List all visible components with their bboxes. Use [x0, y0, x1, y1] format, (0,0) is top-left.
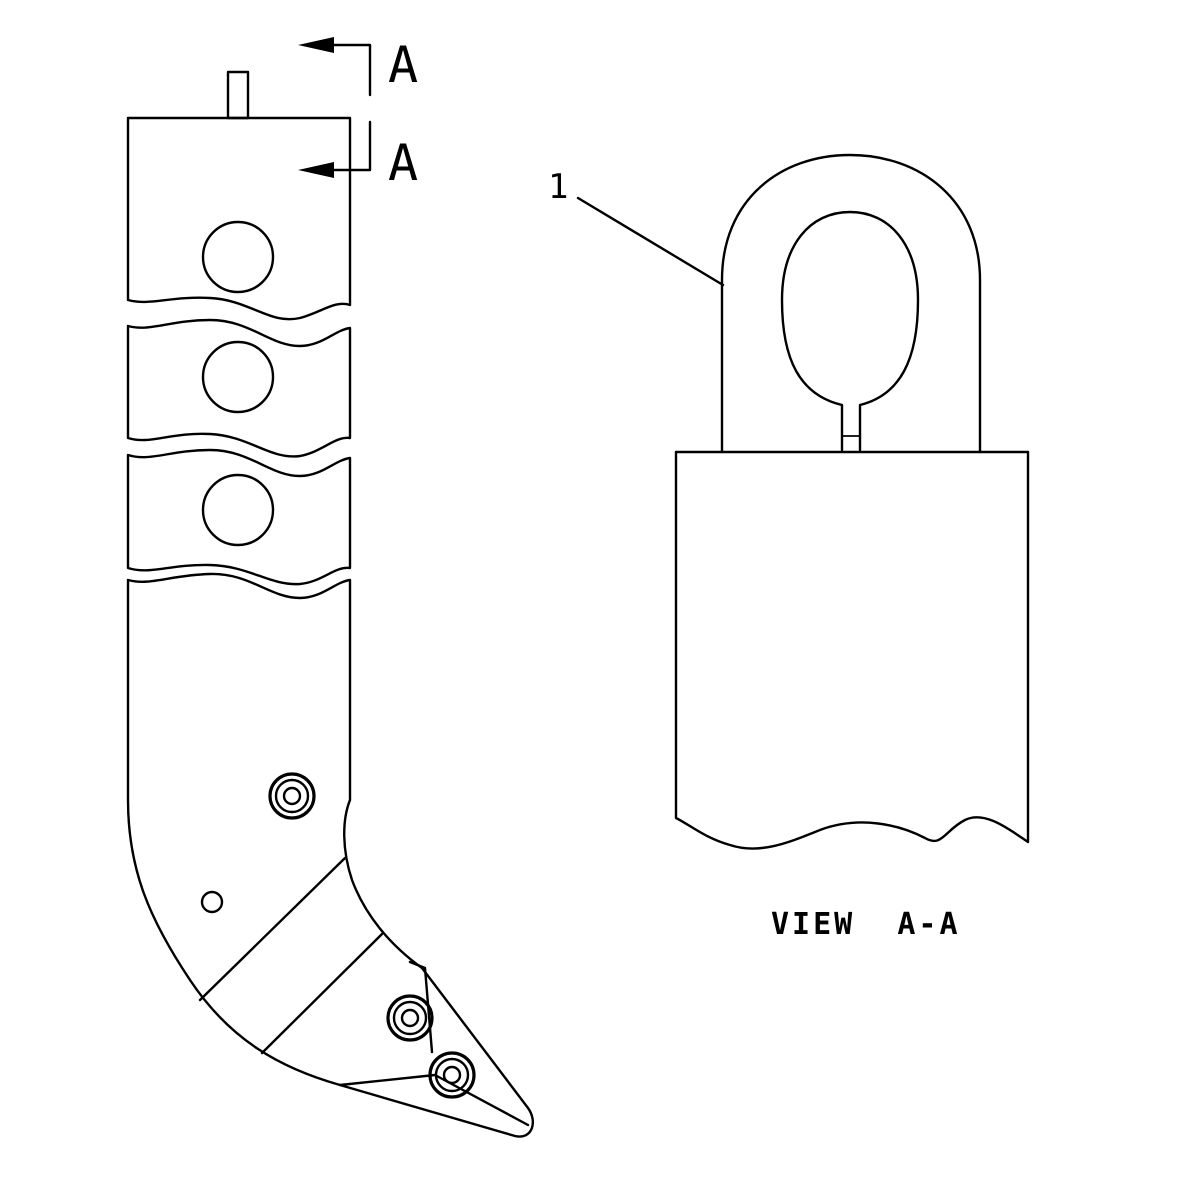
lifting-eye-inner	[780, 210, 920, 452]
pin-hole-1	[201, 220, 275, 294]
section-letter-bottom: A	[388, 134, 418, 192]
shank-segment-2	[126, 448, 352, 586]
tip-line-lower	[338, 1073, 437, 1087]
small-hole	[200, 890, 224, 914]
callout-number: 1	[548, 167, 568, 207]
top-pin	[226, 70, 250, 120]
bolt-1	[268, 772, 316, 820]
section-marker-bottom: A	[298, 120, 418, 192]
shank-top-segment	[126, 116, 352, 321]
callout-leader	[576, 196, 725, 287]
lifting-eye-outer	[720, 153, 982, 454]
shank-lower-body	[126, 572, 534, 1138]
shin-guard-line-1	[198, 856, 347, 1002]
bolt-2	[386, 994, 434, 1042]
view-a-a: 1 VIEW A-A	[548, 153, 1030, 942]
view-caption: VIEW A-A	[771, 907, 961, 942]
ripper-shank-side-view	[126, 70, 534, 1138]
view-block-body	[674, 450, 1030, 850]
shin-guard-line-2	[260, 932, 384, 1055]
section-marker-top: A	[298, 36, 418, 97]
pin-hole-2	[201, 340, 275, 414]
pin-hole-3	[201, 473, 275, 547]
section-letter-top: A	[388, 36, 418, 94]
shank-segment-1	[126, 318, 352, 458]
bolt-3	[428, 1051, 476, 1099]
